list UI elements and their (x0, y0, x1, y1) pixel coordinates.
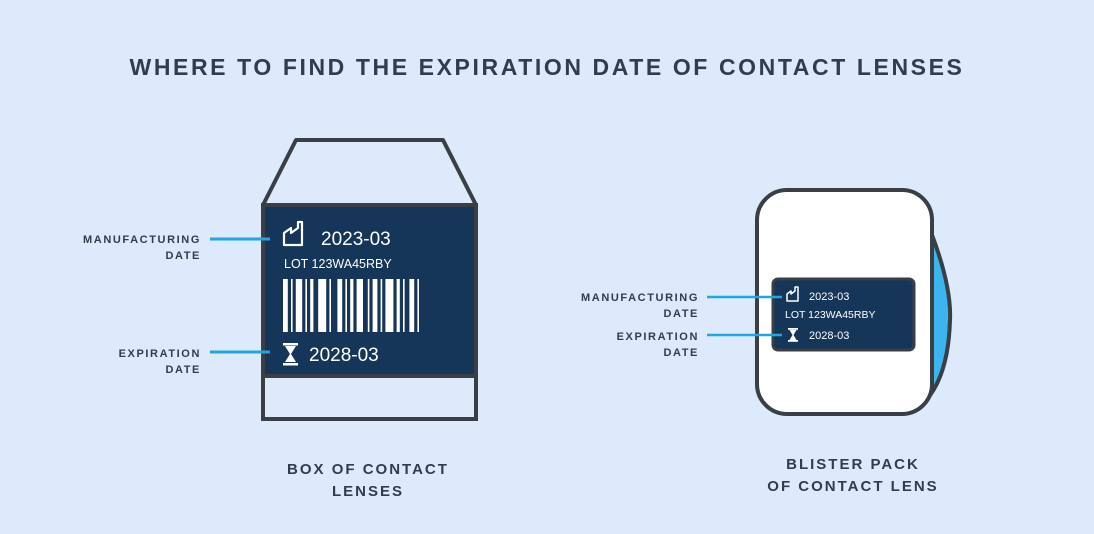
barcode-bar (283, 279, 288, 332)
barcode-bar (381, 279, 383, 332)
box-caption-line2: LENSES (332, 483, 404, 500)
box-expiration-label-line2: DATE (165, 364, 201, 376)
barcode-bar (385, 279, 393, 332)
barcode-bar (397, 279, 400, 332)
box-manufacturing-date: 2023-03 (321, 229, 391, 250)
barcode-bar (310, 279, 313, 332)
box-lot-number: LOT 123WA45RBY (284, 257, 392, 271)
blister-expiration-date: 2028-03 (809, 330, 849, 342)
barcode-bar (318, 279, 326, 332)
barcode-bar (329, 279, 331, 332)
barcode-bar (337, 279, 342, 332)
contact-lens-box: 2023-03 LOT 123WA45RBY 2028-03 (263, 140, 476, 419)
blister-manufacturing-label-line2: DATE (663, 308, 699, 320)
blister-caption-line2: OF CONTACT LENS (767, 478, 938, 495)
blister-manufacturing-label-line1: MANUFACTURING (581, 292, 699, 304)
barcode-bar (409, 279, 414, 332)
barcode-bar (357, 279, 363, 332)
barcode-bar (373, 279, 378, 332)
box-manufacturing-label-line2: DATE (165, 250, 201, 262)
barcode-bar (350, 279, 353, 332)
box-caption-line1: BOX OF CONTACT (287, 461, 449, 478)
barcode-bar (345, 279, 347, 332)
barcode-bar (368, 279, 370, 332)
blister-caption-line1: BLISTER PACK (786, 456, 920, 473)
blister-expiration-label-line2: DATE (663, 347, 699, 359)
box-bottom (263, 376, 476, 419)
barcode-bar (296, 279, 302, 332)
box-manufacturing-label-line1: MANUFACTURING (83, 234, 201, 246)
barcode-bar (291, 279, 293, 332)
blister-pack: 2023-03 LOT 123WA45RBY 2028-03 (757, 190, 950, 414)
box-expiration-label-line1: EXPIRATION (119, 348, 201, 360)
barcode-bar (403, 279, 405, 332)
blister-lot-number: LOT 123WA45RBY (785, 309, 875, 321)
barcode-bar (417, 279, 419, 332)
barcode-bar (305, 279, 307, 332)
box-expiration-date: 2028-03 (309, 345, 379, 366)
box-top-flap (263, 140, 476, 205)
blister-expiration-label-line1: EXPIRATION (617, 331, 699, 343)
blister-manufacturing-date: 2023-03 (809, 291, 849, 303)
